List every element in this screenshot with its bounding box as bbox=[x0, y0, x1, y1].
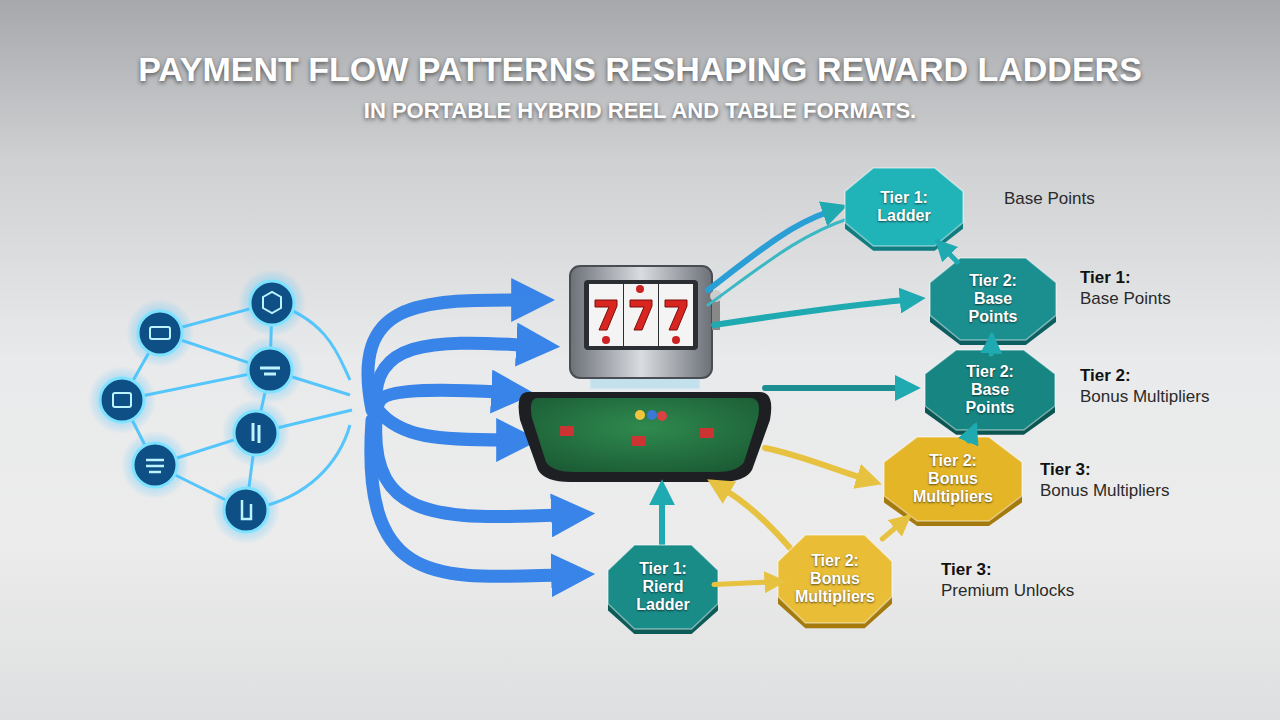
hexagon-face bbox=[925, 350, 1055, 430]
node-text-wrap: Tier 2: Bonus Multipliers bbox=[778, 535, 892, 623]
tier-description: Base Points bbox=[1080, 289, 1171, 309]
node-text: Tier 1: Ladder bbox=[859, 189, 949, 225]
hexagon-face bbox=[608, 545, 718, 629]
hub-arrows bbox=[662, 212, 905, 548]
hexagon-face bbox=[778, 535, 892, 623]
tier-label: Tier 3: bbox=[941, 560, 992, 580]
node-text: Tier 1: Rierd Ladder bbox=[618, 560, 708, 614]
network-nodes bbox=[88, 269, 306, 544]
tier-hexagon: Tier 2: Bonus Multipliers bbox=[778, 535, 892, 623]
hexagon-face bbox=[845, 168, 963, 246]
node-text: Tier 2: Bonus Multipliers bbox=[908, 452, 998, 506]
title: PAYMENT FLOW PATTERNS RESHAPING REWARD L… bbox=[0, 50, 1280, 89]
tier-label: Tier 2: bbox=[1080, 366, 1131, 386]
tier-description: Base Points bbox=[1004, 189, 1095, 209]
node-text: Tier 2: Bonus Multipliers bbox=[790, 552, 880, 606]
node-text-wrap: Tier 1: Ladder bbox=[845, 168, 963, 246]
node-text-wrap: Tier 2: Base Points bbox=[925, 350, 1055, 430]
tier-description: Bonus Multipliers bbox=[1080, 387, 1209, 407]
tier-label: Tier 3: bbox=[1040, 460, 1091, 480]
tier-label: Tier 1: bbox=[1080, 268, 1131, 288]
tier-hexagon: Tier 2: Bonus Multipliers bbox=[884, 437, 1022, 521]
hexagon-face bbox=[930, 258, 1056, 340]
node-text: Tier 2: Base Points bbox=[945, 363, 1035, 417]
tier-description: Premium Unlocks bbox=[941, 581, 1074, 601]
node-text-wrap: Tier 1: Rierd Ladder bbox=[608, 545, 718, 629]
tier-hexagon: Tier 2: Base Points bbox=[930, 258, 1056, 340]
slot-machine bbox=[570, 266, 722, 378]
connector-arrow bbox=[938, 242, 957, 262]
card-table bbox=[519, 365, 772, 482]
tier-hexagon: Tier 1: Rierd Ladder bbox=[608, 545, 718, 629]
node-text-wrap: Tier 2: Base Points bbox=[930, 258, 1056, 340]
connector-arrow bbox=[714, 582, 782, 585]
connector-arrow bbox=[882, 517, 908, 539]
connector-arrow bbox=[969, 426, 975, 441]
tier-hexagon: Tier 2: Base Points bbox=[925, 350, 1055, 430]
node-text-wrap: Tier 2: Bonus Multipliers bbox=[884, 437, 1022, 521]
tier-description: Bonus Multipliers bbox=[1040, 481, 1169, 501]
tier-hexagon: Tier 1: Ladder bbox=[845, 168, 963, 246]
connector-arrow bbox=[989, 336, 995, 354]
hexagon-face bbox=[884, 437, 1022, 521]
subtitle: IN PORTABLE HYBRID REEL AND TABLE FORMAT… bbox=[0, 98, 1280, 124]
node-text: Tier 2: Base Points bbox=[948, 272, 1038, 326]
